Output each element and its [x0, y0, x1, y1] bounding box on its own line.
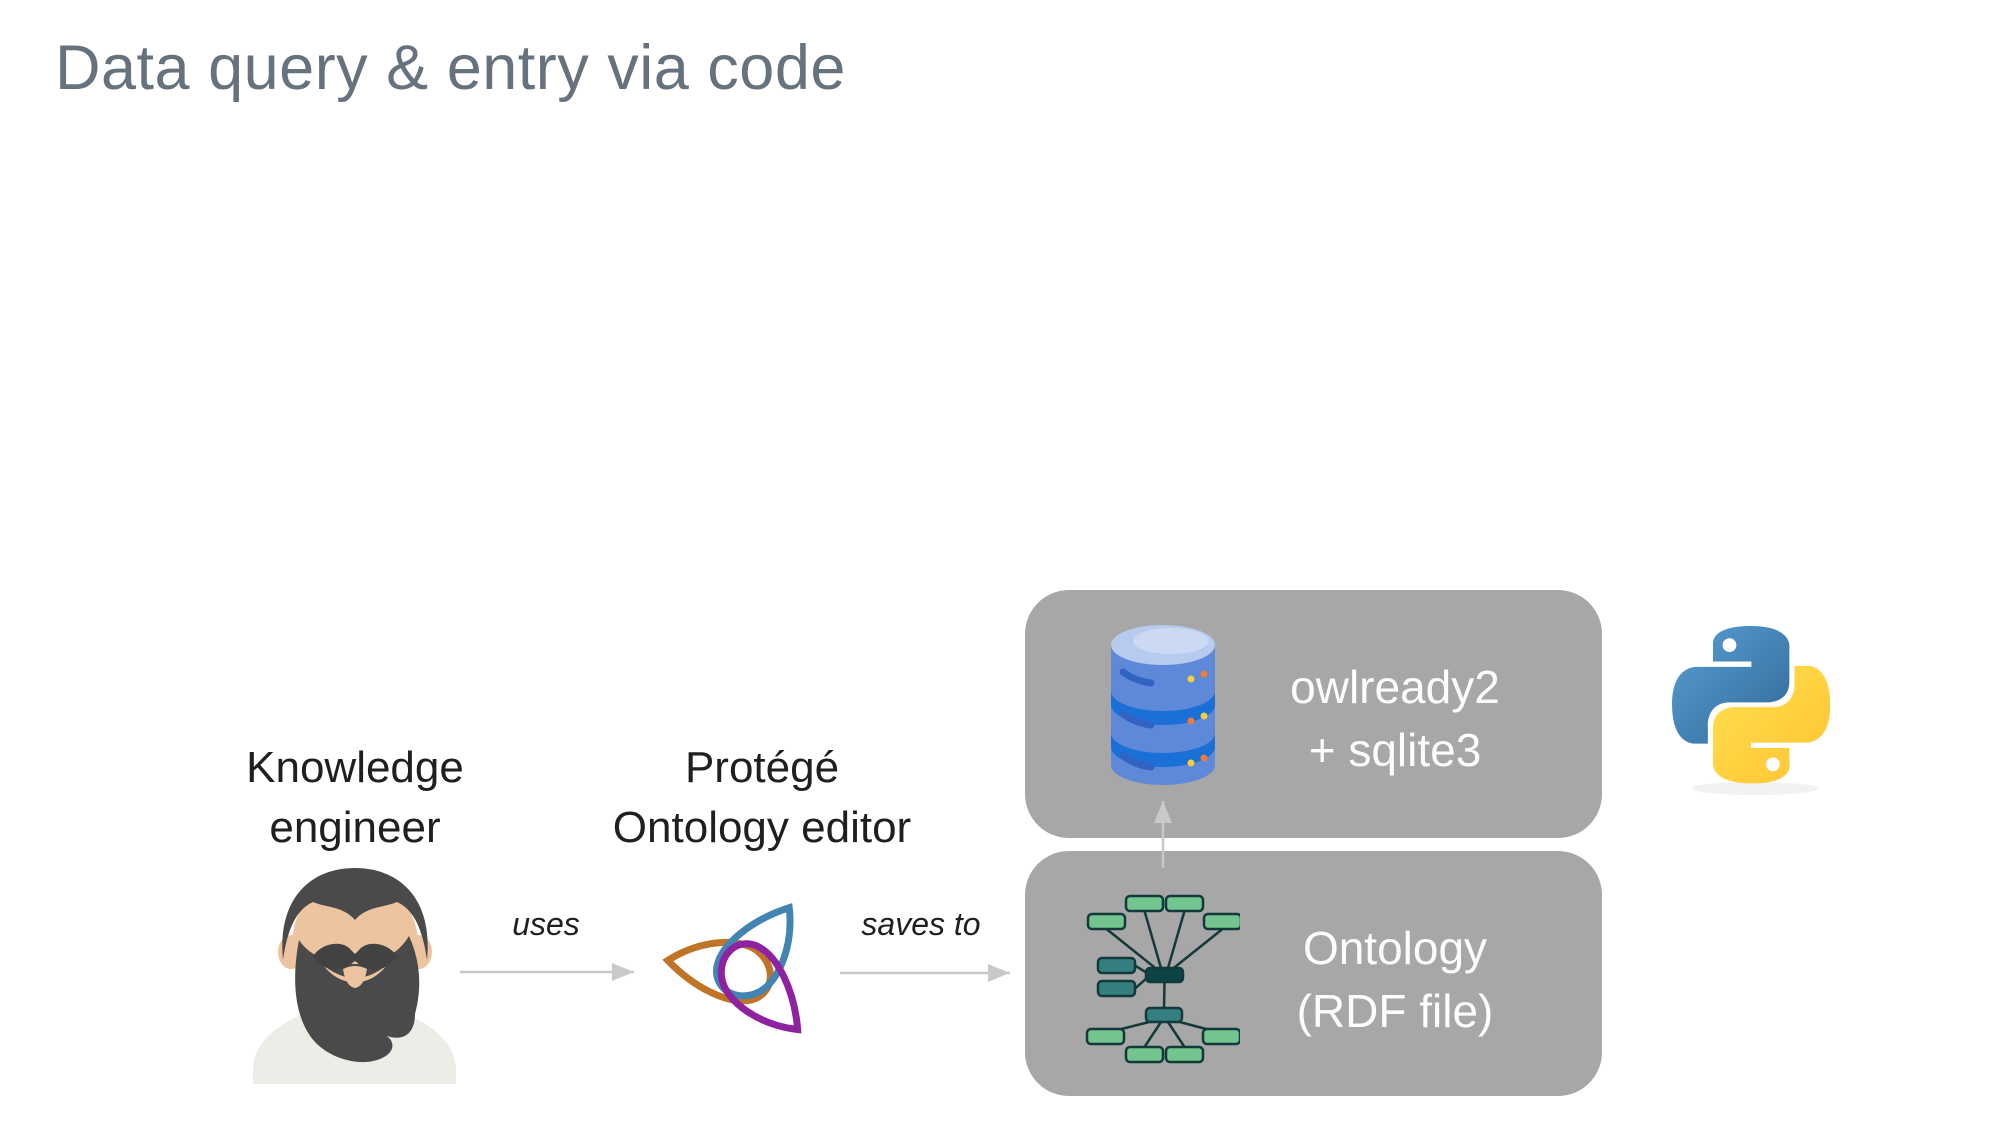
- avatar-mouth-area: [322, 964, 388, 983]
- protege-logo-svg: [648, 885, 828, 1065]
- database-dot: [1187, 717, 1195, 725]
- saves-to-arrow-label: saves to: [861, 906, 981, 942]
- database-dot: [1200, 670, 1208, 678]
- python-logo-shadow: [1692, 782, 1818, 795]
- avatar-svg: [253, 868, 456, 1084]
- database-dash-1: [1119, 668, 1155, 687]
- database-band-2: [1111, 733, 1215, 767]
- protege-label: Protégé Ontology editor: [587, 738, 937, 858]
- database-dot: [1187, 675, 1195, 683]
- database-dash-2: [1119, 710, 1155, 729]
- avatar-chin-skin: [343, 966, 367, 988]
- graph-node: [1096, 956, 1137, 975]
- graph-node: [1164, 1045, 1205, 1064]
- graph-node: [1096, 979, 1137, 998]
- database-band-1: [1111, 691, 1215, 725]
- uses-arrow-label: uses: [512, 906, 580, 942]
- slide-title: Data query & entry via code: [55, 33, 846, 103]
- ontology-graph-svg: [1085, 894, 1243, 1064]
- python-yellow-snake: [1712, 665, 1831, 784]
- database-svg: [1111, 625, 1215, 785]
- protege-logo-icon: [648, 885, 828, 1065]
- protege-label-line2: Ontology editor: [612, 803, 912, 852]
- owlready2-sqlite3-box: owlready2 + sqlite3: [1025, 590, 1602, 838]
- python-logo-svg: [1672, 626, 1831, 784]
- database-dot: [1200, 754, 1208, 762]
- knowledge-engineer-label-line2: engineer: [269, 803, 441, 852]
- knowledge-engineer-label: Knowledge engineer: [180, 738, 530, 858]
- graph-hub-node: [1144, 1006, 1184, 1024]
- graph-node: [1085, 1027, 1126, 1046]
- database-dot: [1200, 712, 1208, 720]
- database-dot: [1187, 759, 1195, 767]
- graph-node: [1164, 894, 1205, 913]
- ontology-line: Ontology: [1302, 922, 1488, 974]
- knowledge-engineer-label-line1: Knowledge: [246, 743, 464, 792]
- database-dash-3: [1119, 752, 1155, 771]
- sqlite3-line: + sqlite3: [1308, 724, 1482, 776]
- owlready2-line: owlready2: [1290, 661, 1500, 713]
- database-top-highlight: [1133, 628, 1209, 654]
- graph-nodes: [1085, 894, 1243, 1064]
- ontology-rdf-box: Ontology (RDF file): [1025, 851, 1602, 1096]
- avatar-hair: [282, 868, 428, 960]
- graph-node: [1124, 894, 1165, 913]
- python-logo-icon: [1672, 626, 1831, 784]
- graph-node: [1086, 912, 1127, 931]
- protege-label-line1: Protégé: [684, 743, 840, 792]
- avatar-mustache: [313, 943, 397, 970]
- owlready2-sqlite3-text: owlready2 + sqlite3: [1245, 656, 1545, 782]
- python-blue-snake: [1672, 626, 1790, 744]
- graph-node: [1201, 1027, 1242, 1046]
- knowledge-engineer-avatar: [247, 856, 462, 1084]
- graph-node: [1202, 912, 1243, 931]
- database-icon: [1103, 615, 1223, 800]
- ontology-graph-icon: [1085, 893, 1243, 1065]
- graph-node: [1124, 1045, 1165, 1064]
- graph-hub-node: [1144, 966, 1185, 984]
- ontology-rdf-text: Ontology (RDF file): [1245, 917, 1545, 1043]
- rdf-file-line: (RDF file): [1296, 985, 1494, 1037]
